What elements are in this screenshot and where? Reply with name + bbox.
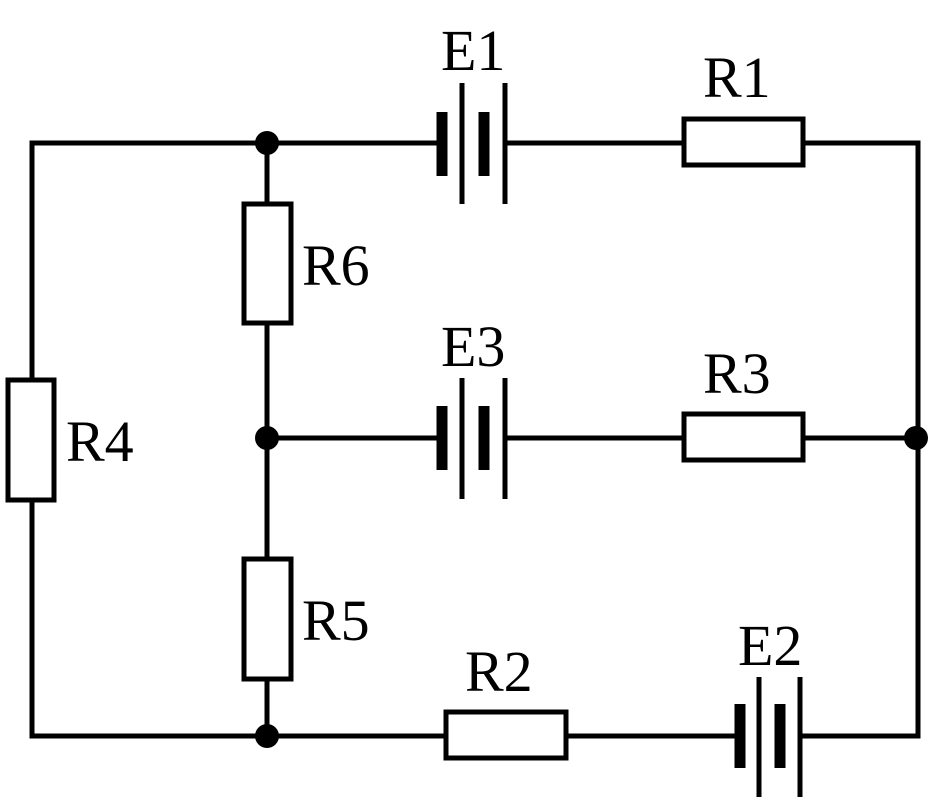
resistor-r2 bbox=[443, 709, 569, 761]
resistor-r5 bbox=[241, 556, 294, 682]
resistor-r3 bbox=[681, 411, 806, 463]
label-e3: E3 bbox=[441, 314, 505, 379]
label-e2: E2 bbox=[738, 613, 802, 678]
junction-node bbox=[255, 426, 279, 450]
wires bbox=[29, 140, 921, 739]
label-r4: R4 bbox=[66, 409, 134, 474]
label-r5: R5 bbox=[302, 588, 370, 653]
label-r3: R3 bbox=[703, 341, 771, 406]
label-r2: R2 bbox=[465, 639, 533, 704]
battery-e3 bbox=[436, 378, 508, 499]
label-e1: E1 bbox=[441, 18, 505, 83]
junctions bbox=[255, 131, 928, 748]
resistor-r4 bbox=[5, 377, 57, 503]
battery-e2 bbox=[734, 677, 803, 797]
labels: E1 R1 R6 E3 R3 R4 R5 R2 E2 bbox=[66, 18, 802, 704]
resistor-r6 bbox=[241, 201, 294, 326]
junction-node bbox=[255, 724, 279, 748]
label-r1: R1 bbox=[703, 45, 771, 110]
junction-node bbox=[904, 426, 928, 450]
battery-e1 bbox=[436, 83, 508, 204]
label-r6: R6 bbox=[302, 233, 370, 298]
junction-node bbox=[255, 131, 279, 155]
resistors bbox=[5, 116, 806, 761]
resistor-r1 bbox=[681, 116, 806, 168]
